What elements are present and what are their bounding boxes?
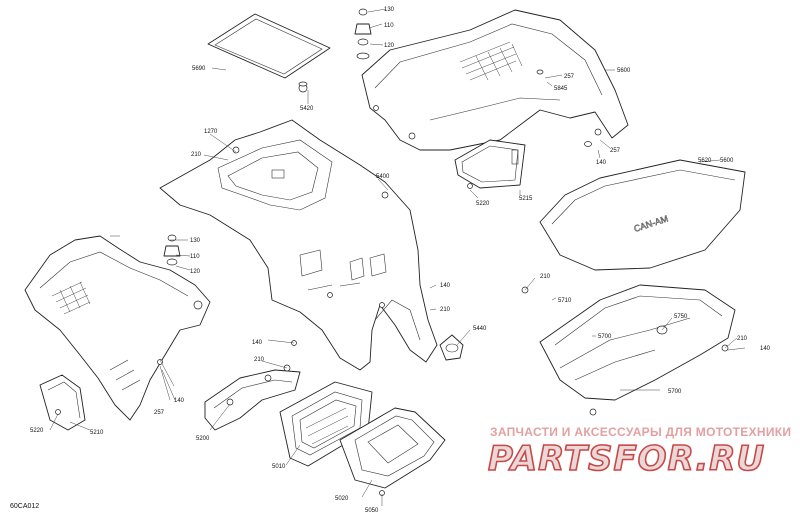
gauge-cover-plate: [339, 407, 446, 496]
watermark: ЗАПЧАСТИ И АКСЕССУАРЫ ДЛЯ МОТОТЕХНИКИ PA…: [487, 425, 791, 480]
callout-120-left: 120: [190, 269, 201, 275]
small-bracket-right: [454, 139, 526, 189]
callout-5620: 5620: [698, 158, 712, 164]
left-side-fairing: [24, 235, 211, 421]
callout-5600-top: 5600: [617, 68, 631, 74]
callout-210-tray: 210: [540, 274, 551, 280]
upper-flat-panel: [207, 13, 331, 93]
callout-5440: 5440: [473, 326, 487, 332]
callout-210-fairing: 210: [191, 152, 202, 158]
document-id: 60CA012: [10, 503, 39, 510]
callout-257-left: 257: [154, 410, 165, 416]
callout-5220-right: 5220: [476, 201, 490, 207]
callout-5710: 5710: [558, 298, 572, 304]
callout-120-top: 120: [384, 43, 395, 49]
callout-5210: 5210: [90, 430, 104, 436]
lower-right-tray: [521, 284, 736, 416]
callout-210-bracket: 210: [254, 357, 265, 363]
callout-5010: 5010: [272, 464, 286, 470]
callout-110-left: 110: [190, 254, 200, 260]
callout-5750: 5750: [674, 314, 688, 320]
callout-140-top: 140: [596, 160, 607, 166]
fastener-stack-top: [354, 8, 372, 60]
callout-130-top: 130: [384, 7, 395, 13]
callout-5400: 5400: [376, 174, 390, 180]
callout-257-top: 257: [564, 74, 575, 80]
callout-5420: 5420: [300, 106, 314, 112]
callout-140-center: 140: [440, 283, 451, 289]
callout-5215: 5215: [519, 196, 533, 202]
callout-140-bracket: 140: [252, 340, 263, 346]
callout-labels: 130 110 120 5690 5420 5600 257 5845 140 …: [30, 7, 771, 514]
callout-5600-seat: 5600: [720, 158, 734, 164]
callout-210-center: 210: [440, 307, 451, 313]
fastener-stack-left: [163, 234, 181, 266]
callout-140-right: 140: [760, 346, 771, 352]
right-seat-panel: CAN-AM: [539, 159, 746, 271]
central-main-fairing: [159, 119, 438, 371]
callout-5700-low: 5700: [668, 389, 682, 395]
callout-110-top: 110: [384, 23, 394, 29]
callout-5220-left: 5220: [30, 428, 44, 434]
callout-130-left: 130: [190, 238, 201, 244]
callout-5200: 5200: [196, 436, 210, 442]
watermark-tagline: ЗАПЧАСТИ И АКСЕССУАРЫ ДЛЯ МОТОТЕХНИКИ: [490, 425, 791, 439]
leader-lines: [49, 8, 746, 506]
callout-257-mid: 257: [610, 148, 621, 154]
callout-5050: 5050: [365, 508, 379, 514]
small-bracket-left: [39, 374, 86, 431]
callout-5845: 5845: [554, 86, 568, 92]
round-knob: [439, 334, 464, 361]
callout-140-left: 140: [174, 398, 185, 404]
watermark-brand: PARTSFOR.RU: [488, 439, 765, 479]
callout-210-right: 210: [737, 336, 748, 342]
callout-5020: 5020: [335, 496, 349, 502]
callout-1270: 1270: [204, 129, 218, 135]
callout-5700-mid: 5700: [598, 334, 612, 340]
upper-right-body-panel: [361, 9, 629, 151]
callout-5690: 5690: [192, 66, 206, 72]
